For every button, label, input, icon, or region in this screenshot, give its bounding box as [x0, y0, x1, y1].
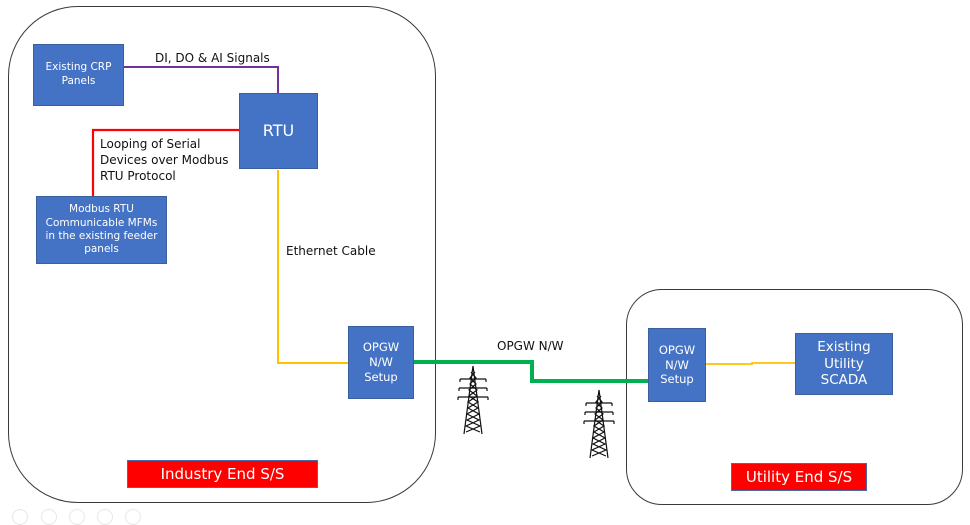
utility-end-tag: Utility End S/S — [731, 463, 867, 491]
decorative-dot — [125, 509, 141, 525]
modbus-mfm-label: Modbus RTU Communicable MFMs in the exis… — [45, 203, 158, 256]
utility-scada-link — [706, 362, 796, 365]
opgw-link — [414, 360, 650, 383]
industry-end-zone — [8, 6, 436, 503]
utility-end-zone — [626, 289, 963, 505]
rtu-label: RTU — [262, 120, 295, 140]
opgw-setup-industry-node: OPGW N/W Setup — [348, 326, 414, 399]
existing-utility-scada-node: Existing Utility SCADA — [795, 333, 893, 395]
signals-link — [124, 66, 279, 93]
ethernet-link — [277, 170, 348, 364]
utility-end-label: Utility End S/S — [745, 468, 853, 486]
modbus-mfm-node: Modbus RTU Communicable MFMs in the exis… — [36, 196, 167, 264]
opgw-setup-utility-node: OPGW N/W Setup — [648, 328, 706, 402]
transmission-tower-icon — [457, 365, 489, 435]
ethernet-link-label: Ethernet Cable — [286, 244, 376, 258]
modbus-link — [91, 128, 239, 196]
existing-crp-panels-node: Existing CRP Panels — [33, 44, 124, 106]
existing-utility-scada-label: Existing Utility SCADA — [817, 338, 871, 389]
industry-end-label: Industry End S/S — [160, 465, 285, 483]
opgw-network-label: OPGW N/W — [497, 339, 564, 353]
existing-crp-panels-label: Existing CRP Panels — [45, 61, 112, 87]
rtu-node: RTU — [239, 93, 318, 169]
opgw-setup-utility-label: OPGW N/W Setup — [658, 342, 696, 387]
decorative-dot — [97, 509, 113, 525]
signals-link-label: DI, DO & AI Signals — [155, 51, 270, 65]
decorative-dot — [12, 509, 28, 525]
decorative-dot — [69, 509, 85, 525]
modbus-link-label: Looping of Serial Devices over Modbus RT… — [100, 137, 229, 183]
decorative-dot — [41, 509, 57, 525]
transmission-tower-icon — [583, 389, 615, 459]
opgw-setup-industry-label: OPGW N/W Setup — [362, 340, 400, 384]
industry-end-tag: Industry End S/S — [127, 460, 318, 488]
